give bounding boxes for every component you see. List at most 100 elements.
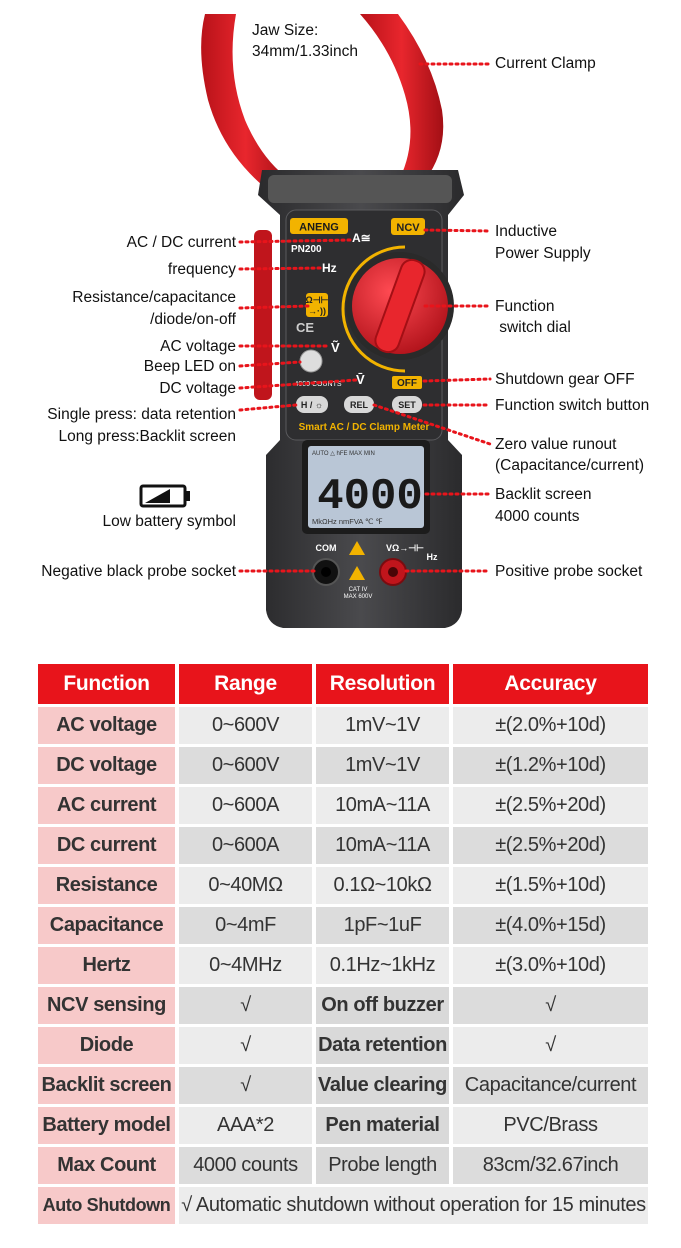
feature-name: NCV sensing [38, 987, 175, 1024]
callout-inductive: Inductive [495, 223, 558, 240]
warning-icon [349, 541, 365, 555]
feature-value-2: Capacitance/current [453, 1067, 648, 1104]
res-cap-text: Ω⊣⊢ [306, 295, 329, 305]
dial-pointer [374, 258, 426, 354]
dial-dcv-label: V̄ [356, 372, 365, 387]
feature-name: Battery model [38, 1107, 175, 1144]
feature-value: AAA*2 [179, 1107, 312, 1144]
feature-row: Max Count 4000 counts Probe length 83cm/… [38, 1147, 648, 1184]
dial-ring [341, 245, 406, 373]
hz-label: Hz [427, 552, 438, 562]
function-dial[interactable] [346, 252, 454, 360]
dial-a-label: A≅ [352, 231, 371, 245]
table-row: DC voltage 0~600V 1mV~1V ±(1.2%+10d) [38, 747, 648, 784]
row-function: DC current [38, 827, 175, 864]
ncv-badge [391, 218, 425, 235]
jaw-size-line2: 34mm/1.33inch [252, 43, 358, 60]
feature-value-2: PVC/Brass [453, 1107, 648, 1144]
brand-text: ANENG [299, 222, 339, 234]
beep-led [299, 349, 323, 373]
row-accuracy: ±(4.0%+15d) [453, 907, 648, 944]
res-cap-badge [306, 293, 328, 317]
feature-value: √ [179, 987, 312, 1024]
rel-button[interactable] [344, 396, 374, 413]
positive-socket-hole [388, 567, 398, 577]
callout-low-battery: Low battery symbol [102, 513, 236, 530]
warning-icon-2 [349, 566, 365, 580]
feature-value-2: √ [453, 1027, 648, 1064]
jaw-left [201, 14, 290, 185]
footer-note: √ Automatic shutdown without operation f… [179, 1187, 648, 1224]
callout-dc-voltage: DC voltage [159, 380, 236, 397]
diode-text: →·)) [308, 306, 326, 316]
header-resolution: Resolution [316, 664, 449, 704]
callout-switch-dial: switch dial [495, 319, 571, 336]
rel-button-label: REL [350, 400, 369, 410]
callout-power-supply: Power Supply [495, 245, 591, 262]
header-range: Range [179, 664, 312, 704]
feature-name: Backlit screen [38, 1067, 175, 1104]
lcd-screen [308, 446, 424, 528]
brand-badge [290, 218, 348, 234]
row-accuracy: ±(2.5%+20d) [453, 787, 648, 824]
feature-name-2: Data retention [316, 1027, 449, 1064]
table-row: Capacitance 0~4mF 1pF~1uF ±(4.0%+15d) [38, 907, 648, 944]
row-range: 0~4MHz [179, 947, 312, 984]
table-row: Resistance 0~40MΩ 0.1Ω~10kΩ ±(1.5%+10d) [38, 867, 648, 904]
row-resolution: 1mV~1V [316, 747, 449, 784]
vohm-label: VΩ→⊣⊢ [386, 543, 424, 553]
max-text: MAX 600V [344, 594, 373, 600]
feature-row: NCV sensing √ On off buzzer √ [38, 987, 648, 1024]
feature-row: Diode √ Data retention √ [38, 1027, 648, 1064]
row-function: AC current [38, 787, 175, 824]
feature-name-2: Probe length [316, 1147, 449, 1184]
header-function: Function [38, 664, 175, 704]
top-band [268, 175, 452, 203]
set-button-label: SET [398, 400, 416, 410]
dial-hz-label: Hz [322, 261, 337, 275]
dial-acv-label: Ṽ [331, 340, 340, 355]
feature-name: Max Count [38, 1147, 175, 1184]
callout-current-clamp: Current Clamp [495, 55, 596, 72]
row-accuracy: ±(2.0%+10d) [453, 707, 648, 744]
callout-resistance: Resistance/capacitance [72, 289, 236, 306]
set-button[interactable] [392, 396, 422, 413]
callout-frequency: frequency [167, 261, 236, 278]
callout-single-press: Single press: data retention [47, 406, 236, 423]
row-range: 0~600V [179, 747, 312, 784]
callout-ac-voltage: AC voltage [160, 338, 236, 355]
callout-backlit: Backlit screen [495, 486, 592, 503]
grip-left [254, 230, 272, 400]
row-accuracy: ±(2.5%+20d) [453, 827, 648, 864]
footer-row: Auto Shutdown √ Automatic shutdown witho… [38, 1187, 648, 1224]
hold-button-label: H / ☼ [301, 400, 323, 410]
counts-text: 4000 COUNTS [294, 381, 341, 388]
feature-name: Diode [38, 1027, 175, 1064]
feature-value: 4000 counts [179, 1147, 312, 1184]
hold-button[interactable] [296, 396, 328, 413]
lcd-top-text: AUTO △ hFE MAX MIN [312, 451, 375, 457]
callout-4000-counts: 4000 counts [495, 508, 580, 525]
row-range: 0~40MΩ [179, 867, 312, 904]
row-accuracy: ±(1.5%+10d) [453, 867, 648, 904]
product-diagram: ANENG PN200 NCV A≅ Hz Ω⊣⊢ →·)) Ṽ V̄ OFF … [41, 14, 649, 628]
row-range: 0~600A [179, 787, 312, 824]
callout-beep-led: Beep LED on [143, 358, 236, 375]
callout-zero-value: Zero value runout [495, 436, 617, 453]
table-row: Hertz 0~4MHz 0.1Hz~1kHz ±(3.0%+10d) [38, 947, 648, 984]
table-row: DC current 0~600A 10mA~11A ±(2.5%+20d) [38, 827, 648, 864]
feature-row: Battery model AAA*2 Pen material PVC/Bra… [38, 1107, 648, 1144]
spec-table: Function Range Resolution Accuracy AC vo… [34, 661, 652, 1227]
row-resolution: 1pF~1uF [316, 907, 449, 944]
row-accuracy: ±(1.2%+10d) [453, 747, 648, 784]
feature-name-2: Pen material [316, 1107, 449, 1144]
footer-label: Auto Shutdown [38, 1187, 175, 1224]
callout-positive-socket: Positive probe socket [495, 563, 643, 580]
callout-zero-value-sub: (Capacitance/current) [495, 457, 645, 474]
row-function: Hertz [38, 947, 175, 984]
feature-value-2: √ [453, 987, 648, 1024]
clamp-meter-illustration: ANENG PN200 NCV A≅ Hz Ω⊣⊢ →·)) Ṽ V̄ OFF … [139, 14, 492, 628]
lcd-value: 4000 [317, 472, 423, 522]
feature-name-2: On off buzzer [316, 987, 449, 1024]
feature-value-2: 83cm/32.67inch [453, 1147, 648, 1184]
